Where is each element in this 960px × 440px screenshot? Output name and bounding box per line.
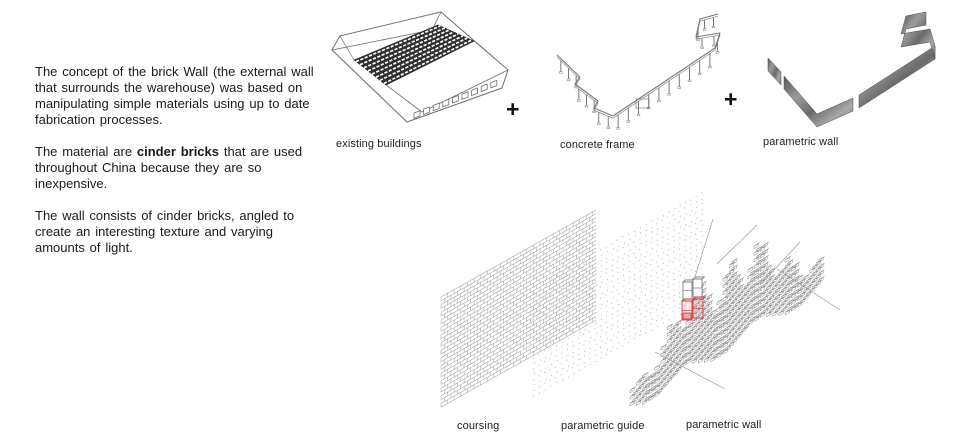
- label-concrete-frame: concrete frame: [560, 139, 635, 151]
- label-parametric-wall-top: parametric wall: [763, 136, 839, 148]
- parametric-wall-diagram-top: [767, 11, 936, 128]
- label-parametric-wall-bottom: parametric wall: [686, 419, 762, 431]
- plus-sign-2: +: [724, 86, 738, 112]
- paragraph-concept: The concept of the brick Wall (the exter…: [35, 64, 314, 127]
- paragraph-material-before: The material are: [35, 144, 137, 159]
- cinder-bricks-bold-text: cinder bricks: [136, 144, 220, 159]
- paragraph-wall-texture: The wall consists of cinder bricks, angl…: [35, 208, 295, 255]
- paragraph-material-after: that are used throughout China because t…: [35, 144, 303, 191]
- label-coursing: coursing: [457, 420, 500, 432]
- label-parametric-guide: parametric guide: [561, 420, 645, 432]
- bottom-diagrams-composite: [440, 192, 841, 408]
- plus-sign-1: +: [506, 96, 520, 122]
- concrete-frame-diagram: [556, 13, 721, 130]
- text-panel: The concept of the brick Wall (the exter…: [35, 64, 315, 272]
- label-existing-buildings: existing buildings: [336, 138, 422, 150]
- paragraph-material: The material are cinder bricks that are …: [35, 144, 315, 192]
- existing-buildings-diagram: [331, 11, 509, 123]
